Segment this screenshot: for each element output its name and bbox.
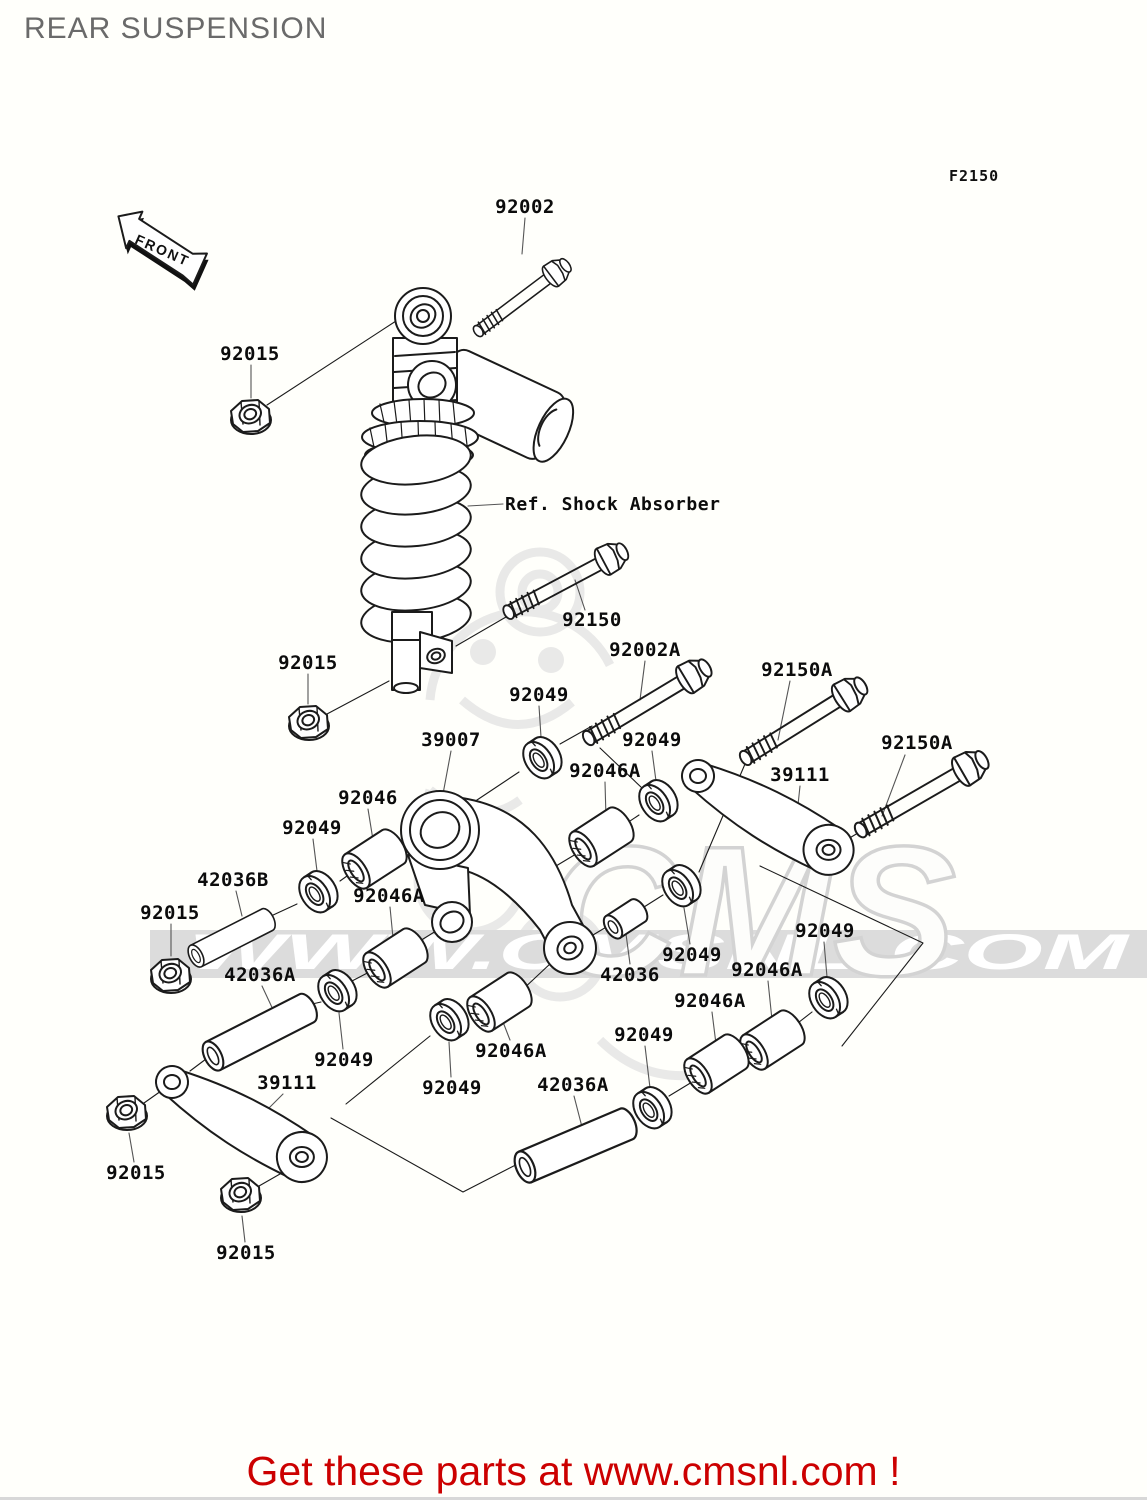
page-title: REAR SUSPENSION (24, 12, 328, 45)
part-label: 39111 (770, 764, 830, 786)
part-label: 39007 (421, 729, 481, 751)
part-label: 92046 (338, 787, 398, 809)
part-label: 92049 (422, 1077, 482, 1099)
part-label: 92049 (314, 1049, 374, 1071)
part-label: 42036B (197, 869, 269, 891)
part-label: 92046A (674, 990, 746, 1012)
shock-absorber (360, 287, 575, 694)
sleeve-42036a-bottom (509, 1104, 642, 1187)
part-label: 92049 (622, 729, 682, 751)
part-label: 92049 (614, 1024, 674, 1046)
front-direction-arrow: FRONT (117, 210, 209, 291)
clevis-mount (391, 611, 453, 694)
part-label: 42036 (600, 964, 660, 986)
part-label: 92046A (475, 1040, 547, 1062)
part-label: 92015 (278, 652, 338, 674)
part-label: 92015 (216, 1242, 276, 1264)
cmsnl-watermark-band: WWW.CMSNL.COM (150, 924, 1147, 980)
cmsnl-banner-text: Get these parts at www.cmsnl.com ! (246, 1448, 901, 1494)
ref-shock-absorber-note: Ref. Shock Absorber (505, 494, 721, 515)
part-label: 92002 (495, 196, 555, 218)
part-label: 92015 (220, 343, 280, 365)
part-label: 92049 (282, 817, 342, 839)
watermark-band-text: WWW.CMSNL.COM (188, 924, 1131, 980)
nut-92015 (230, 399, 272, 435)
part-label: 92046A (731, 959, 803, 981)
part-label: 92015 (140, 902, 200, 924)
bolt-92002 (466, 252, 577, 345)
alignment-chevron-right (759, 865, 924, 1047)
washer-92049 (291, 864, 345, 920)
label-leader-lines (128, 217, 906, 1243)
part-label: 92046A (353, 885, 425, 907)
nut-92015 (106, 1095, 148, 1131)
part-label: 92046A (569, 760, 641, 782)
part-label: 92002A (609, 639, 681, 661)
bottom-divider (0, 1497, 1147, 1500)
nut-92015 (150, 958, 192, 994)
part-label: 92150A (881, 732, 953, 754)
part-label: 92150A (761, 659, 833, 681)
part-label: 92049 (509, 684, 569, 706)
washer-92049 (515, 730, 569, 786)
bolt-92150a-upper (732, 669, 875, 775)
nut-92015 (220, 1177, 262, 1213)
part-label: 39111 (257, 1072, 317, 1094)
figure-code: F2150 (949, 167, 1000, 185)
sleeve-42036a-left (197, 989, 323, 1075)
part-label: 92015 (106, 1162, 166, 1184)
alignment-chevron-bottom (330, 1117, 542, 1193)
part-label: 92049 (795, 920, 855, 942)
part-label: 92150 (562, 609, 622, 631)
nut-92015 (288, 705, 330, 741)
part-label: 42036A (224, 964, 296, 986)
coil-spring (360, 434, 472, 644)
part-label: 92049 (662, 944, 722, 966)
part-label: 42036A (537, 1074, 609, 1096)
rocker-arm-39007 (400, 790, 597, 975)
